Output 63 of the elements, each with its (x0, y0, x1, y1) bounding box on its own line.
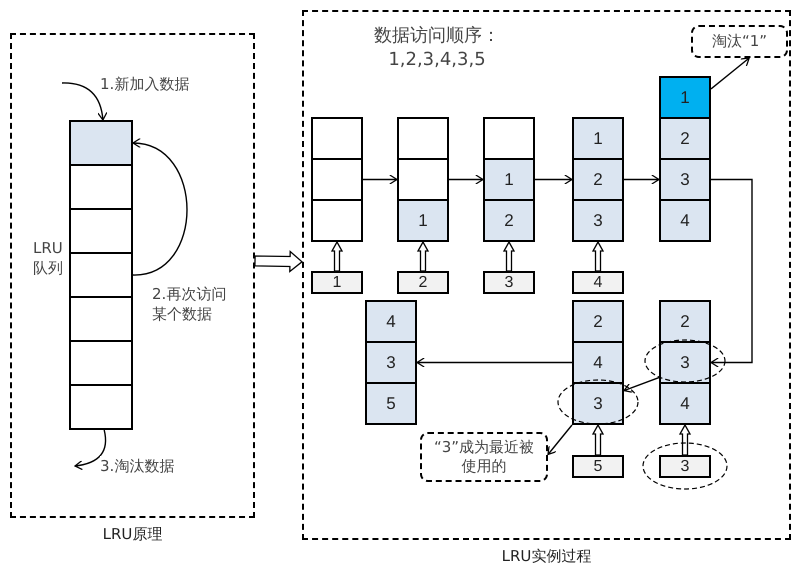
stack-cell: 2 (483, 199, 535, 242)
stack-cell: 2 (572, 158, 624, 201)
empty-cell (397, 158, 449, 201)
empty-cell (69, 296, 133, 342)
arrow (449, 174, 484, 185)
input-box: 3 (659, 455, 711, 478)
hollow-arrow (678, 424, 692, 456)
stack-cell: 3 (659, 158, 711, 201)
empty-cell (483, 117, 535, 160)
arrow (710, 57, 750, 90)
hollow-arrow (254, 250, 304, 273)
empty-cell (69, 164, 133, 210)
input-box: 4 (572, 271, 624, 294)
input-box: 2 (397, 271, 449, 294)
stack-cell: 1 (397, 199, 449, 242)
hollow-arrow (416, 240, 430, 272)
arrow (535, 174, 573, 185)
callout-box: 淘汰“1” (691, 25, 788, 58)
input-box: 1 (311, 271, 363, 294)
input-box: 5 (572, 455, 624, 478)
stack-cell: 1 (483, 158, 535, 201)
stack-cell: 1 (659, 76, 711, 119)
arrow (624, 174, 660, 185)
stack-cell: 5 (365, 382, 417, 425)
stack-cell: 1 (572, 117, 624, 160)
panel-caption: LRU实例过程 (502, 547, 592, 565)
stack-cell: 4 (659, 382, 711, 425)
arrow (416, 357, 572, 368)
stack-cell: 2 (659, 117, 711, 160)
stack-cell: 4 (659, 199, 711, 242)
curved-arrow (132, 139, 188, 276)
arrow (547, 424, 573, 456)
empty-cell (311, 117, 363, 160)
curved-arrow (74, 430, 106, 470)
arrow (710, 178, 753, 368)
hollow-arrow (330, 240, 344, 272)
stack-cell: 3 (365, 341, 417, 384)
empty-cell (69, 384, 133, 430)
edge-label: 1.新加入数据 (100, 74, 190, 94)
empty-cell (69, 340, 133, 386)
stack-cell: 2 (659, 300, 711, 343)
stack-cell: 3 (659, 341, 711, 384)
stack-cell: 3 (572, 382, 624, 425)
panel-caption: LRU原理 (102, 525, 162, 544)
empty-cell (69, 252, 133, 298)
empty-cell (69, 208, 133, 254)
empty-cell (69, 120, 133, 166)
input-box: 3 (483, 271, 535, 294)
arrow (363, 174, 398, 185)
stack-cell: 2 (572, 300, 624, 343)
stack-cell: 4 (365, 300, 417, 343)
hollow-arrow (592, 424, 604, 456)
hollow-arrow (592, 240, 604, 272)
empty-cell (311, 199, 363, 242)
curved-arrow (62, 82, 108, 121)
stack-cell: 3 (572, 199, 624, 242)
empty-cell (397, 117, 449, 160)
arrow (623, 376, 660, 393)
hollow-arrow (502, 240, 516, 272)
stack-cell: 4 (572, 341, 624, 384)
edge-label: 3.淘汰数据 (100, 456, 174, 476)
callout-box: “3”成为最近被使用的 (420, 432, 548, 482)
empty-cell (311, 158, 363, 201)
